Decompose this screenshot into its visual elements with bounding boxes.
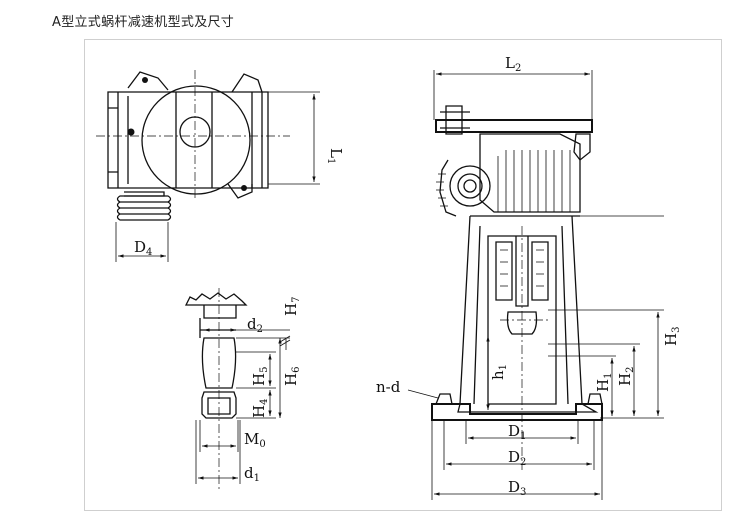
label-d1: d1 [244, 464, 260, 484]
bellows [116, 191, 172, 221]
label-H5: H5 [250, 367, 270, 386]
shaft-detail [184, 288, 291, 490]
label-D3: D3 [508, 478, 526, 498]
label-n-d: n-d [376, 378, 401, 396]
label-H4: H4 [250, 399, 270, 418]
label-H3: H3 [662, 327, 682, 346]
label-H6: H6 [282, 367, 302, 386]
label-h1: h1 [489, 364, 509, 380]
label-L1: L1 [325, 148, 345, 164]
label-H2: H2 [616, 367, 636, 386]
label-D2: D2 [508, 448, 526, 468]
label-H7: H7 [282, 297, 302, 316]
label-L2: L2 [505, 54, 521, 74]
top-view [96, 70, 320, 262]
front-view [407, 70, 664, 500]
label-H1: H1 [594, 373, 614, 392]
page-title: A型立式蜗杆减速机型式及尺寸 [52, 15, 235, 30]
label-D1: D1 [508, 422, 526, 442]
label-M0: M0 [244, 430, 266, 450]
label-d2: d2 [247, 315, 263, 335]
label-D4: D4 [134, 238, 152, 258]
